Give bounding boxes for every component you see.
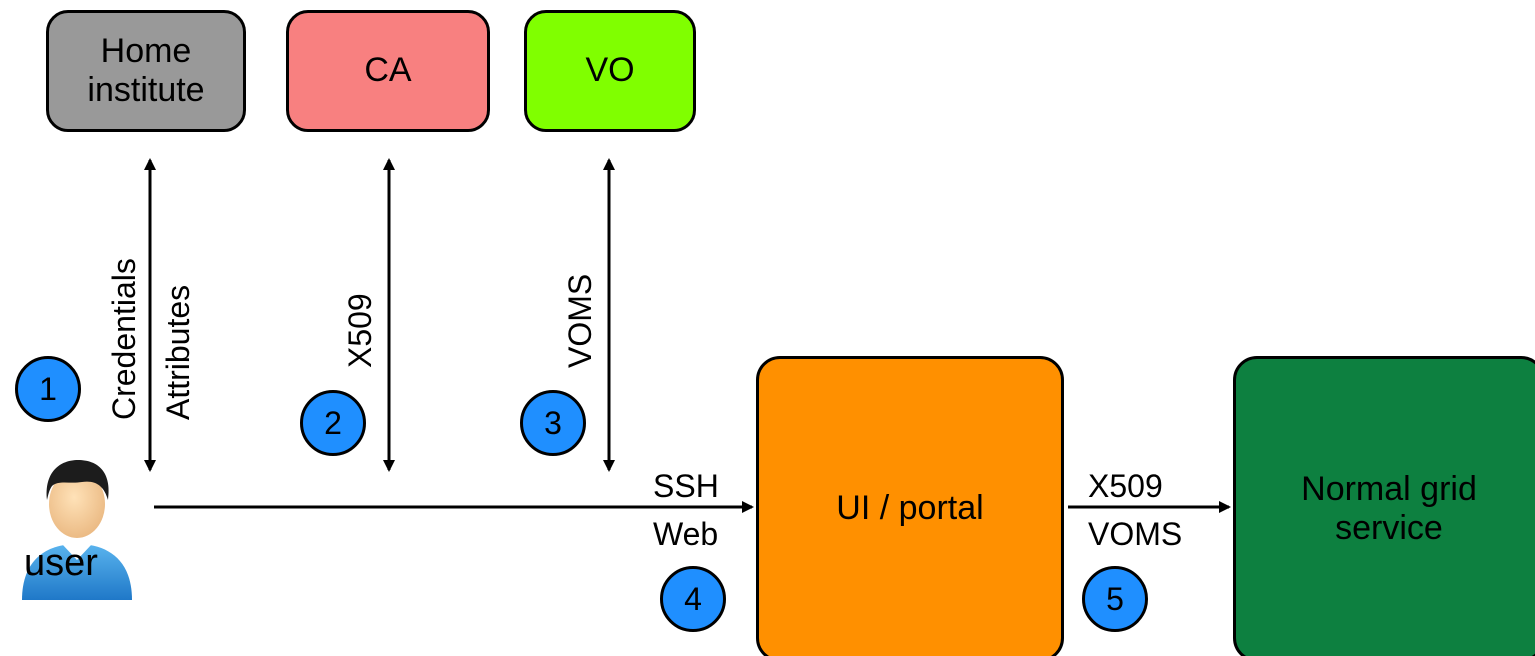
vo-voms-label: VOMS [562, 273, 598, 368]
attributes-label: Attributes [160, 284, 196, 420]
ssh-label: SSH [653, 468, 719, 504]
web-label: Web [653, 516, 719, 552]
user-person-icon [22, 460, 132, 600]
normal-grid-service-node: Normal grid service [1233, 356, 1535, 656]
home-institute-node: Home institute [46, 10, 246, 132]
step-badge-1: 1 [15, 356, 81, 422]
credentials-label: Credentials [106, 258, 142, 420]
step-badge-2: 2 [300, 390, 366, 456]
ca-x509-label: X509 [342, 293, 378, 368]
ui-portal-node: UI / portal [756, 356, 1064, 656]
vo-node: VO [524, 10, 696, 132]
service-x509-label: X509 [1088, 468, 1163, 504]
service-voms-label: VOMS [1088, 516, 1183, 552]
ca-node: CA [286, 10, 490, 132]
step-badge-3: 3 [520, 390, 586, 456]
user-label: user [24, 542, 98, 584]
step-badge-5: 5 [1082, 566, 1148, 632]
step-badge-4: 4 [660, 566, 726, 632]
